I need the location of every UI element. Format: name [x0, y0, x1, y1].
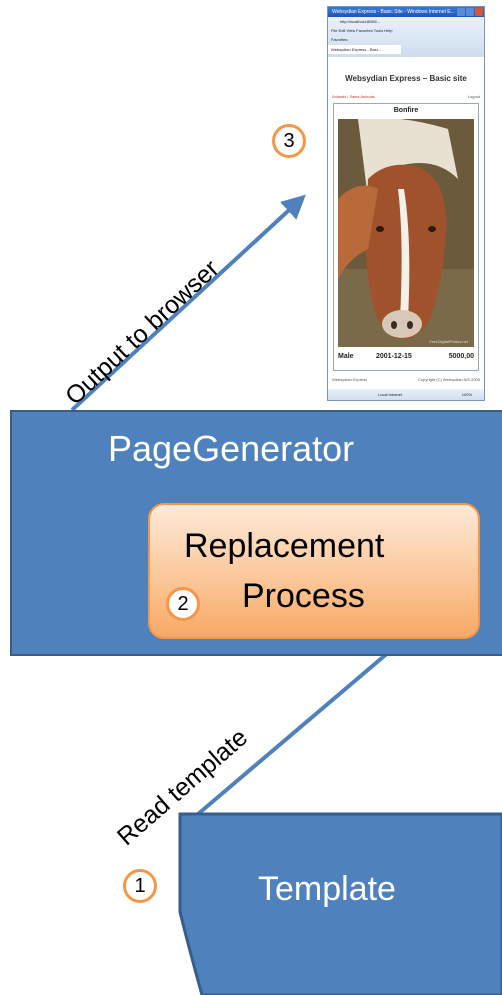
footer-right: Copyright (C) Websydian A/S 2009 [418, 377, 480, 382]
browser-tab: Websydian Express - Basi... [328, 45, 401, 54]
window-controls [457, 8, 483, 16]
replacement-label-line1: Replacement [184, 527, 385, 565]
logout-link: Logout [467, 94, 480, 99]
template-document-shape [178, 812, 502, 995]
gender-cell: Male [338, 353, 354, 360]
site-footer: Websydian Express Copyright (C) Websydia… [328, 375, 484, 385]
browser-screenshot: Websydian Express - Basic Site - Windows… [327, 6, 485, 401]
pony-photo: FreeDigitalPhotos.net [338, 119, 474, 347]
address-bar: http://localhost:8080/... [340, 19, 381, 24]
close-icon [475, 8, 483, 16]
site-title: Websydian Express – Basic site [345, 74, 467, 83]
favorites-bar: Favorites [331, 37, 348, 42]
template-label: Template [258, 870, 396, 908]
browser-toolbar: http://localhost:8080/... File Edit View… [328, 17, 484, 57]
site-nav: Animals | Sales Animals [332, 94, 375, 99]
status-zone: Local intranet [378, 392, 403, 397]
page-generator-label: PageGenerator [108, 428, 355, 469]
minimize-icon [457, 8, 465, 16]
animal-card: Bonfire FreeDigitalPhotos.net Male 2001-… [333, 103, 479, 371]
browser-title-bar: Websydian Express - Basic Site - Windows… [328, 7, 484, 17]
replacement-process-box: Replacement Process [148, 503, 480, 639]
price-cell: 5000,00 [448, 353, 474, 360]
date-cell: 2001-12-15 [376, 353, 412, 360]
output-to-browser-arrow [70, 194, 306, 412]
browser-status-bar: Local intranet 100% [328, 389, 484, 400]
browser-window-title: Websydian Express - Basic Site - Windows… [332, 9, 455, 15]
zoom-level: 100% [461, 392, 472, 397]
animal-name: Bonfire [393, 107, 419, 114]
maximize-icon [466, 8, 474, 16]
footer-left: Websydian Express [332, 377, 368, 382]
step-3-badge: 3 [272, 124, 306, 158]
photo-credit: FreeDigitalPhotos.net [430, 339, 469, 344]
browser-menu: File Edit View Favorites Tools Help [331, 28, 393, 33]
replacement-label-line2: Process [242, 577, 365, 615]
step-2-badge: 2 [166, 587, 200, 621]
step-1-badge: 1 [123, 869, 157, 903]
